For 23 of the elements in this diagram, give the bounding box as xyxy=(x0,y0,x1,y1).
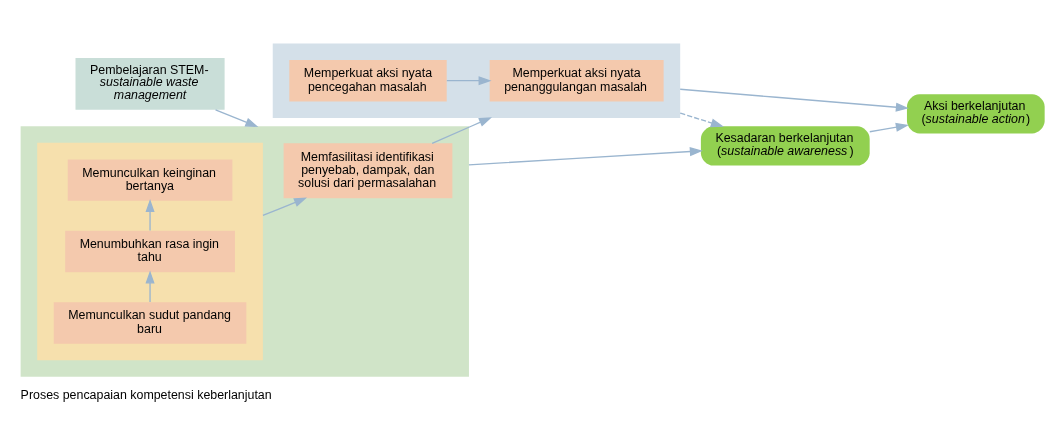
node-box: Pembelajaran STEM- sustainable waste management xyxy=(75,57,225,110)
arrow xyxy=(262,197,308,216)
node-box: Memunculkan sudut pandang baru xyxy=(53,301,247,344)
cluster xyxy=(37,142,263,360)
arrow xyxy=(446,75,492,85)
arrow xyxy=(145,269,155,303)
arrow xyxy=(679,88,909,112)
arrow xyxy=(145,198,155,231)
cluster xyxy=(272,42,681,118)
node-box: Memfasilitasi identifikasi penyebab, dampak, dan solusi dari permasalahan xyxy=(283,142,453,198)
node-box: Memunculkan keinginan bertanya xyxy=(67,158,233,201)
arrow xyxy=(468,146,703,165)
caption: Proses pencapaian kompetensi keberlanjutan xyxy=(20,387,272,402)
cluster xyxy=(20,125,469,377)
node-box: Memperkuat aksi nyata penanggulangan masalah xyxy=(489,59,664,101)
arrow xyxy=(431,116,492,144)
arrow xyxy=(214,108,259,127)
arrow xyxy=(869,122,909,132)
node-box: Aksi berkelanjutan (sustainable action) xyxy=(906,93,1045,133)
node-box: Kesadaran berkelanjutan (sustainable awareness) xyxy=(700,125,870,166)
node-box: Menumbuhkan rasa ingin tahu xyxy=(65,230,235,272)
node-box: Memperkuat aksi nyata pencegahan masalah xyxy=(289,59,447,101)
arrow xyxy=(679,111,724,127)
